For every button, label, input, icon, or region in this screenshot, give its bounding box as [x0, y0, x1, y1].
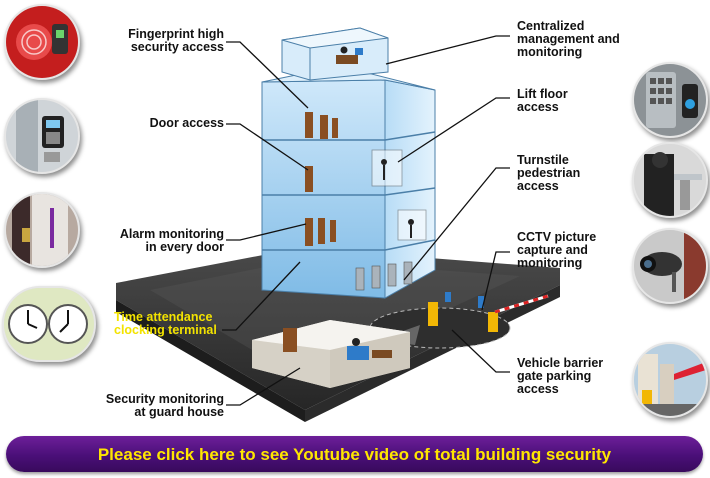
barrier-gate-icon: [632, 342, 708, 418]
building-side: [384, 79, 436, 299]
label-door-access: Door access: [149, 116, 224, 130]
turnstile-icon: [632, 142, 708, 218]
guard-house: [252, 320, 410, 388]
door-keypad-icon: [4, 98, 80, 174]
keypad-access-icon: [632, 62, 708, 138]
fingerprint-scanner-icon: [4, 4, 80, 80]
door-lock-icon: [4, 192, 80, 268]
youtube-video-link-text: Please click here to see Youtube video o…: [97, 445, 612, 464]
penthouse-office: [281, 27, 389, 81]
youtube-video-link-button[interactable]: Please click here to see Youtube video o…: [6, 436, 703, 472]
building-front: [261, 65, 436, 299]
doors: [305, 112, 338, 246]
barrier-gates: [428, 292, 549, 332]
turnstiles: [355, 261, 413, 291]
lift-rooms: [371, 149, 427, 241]
cctv-camera-icon: [632, 228, 708, 304]
callout-lines: [222, 35, 510, 406]
wall-clock-icon: [2, 286, 96, 362]
